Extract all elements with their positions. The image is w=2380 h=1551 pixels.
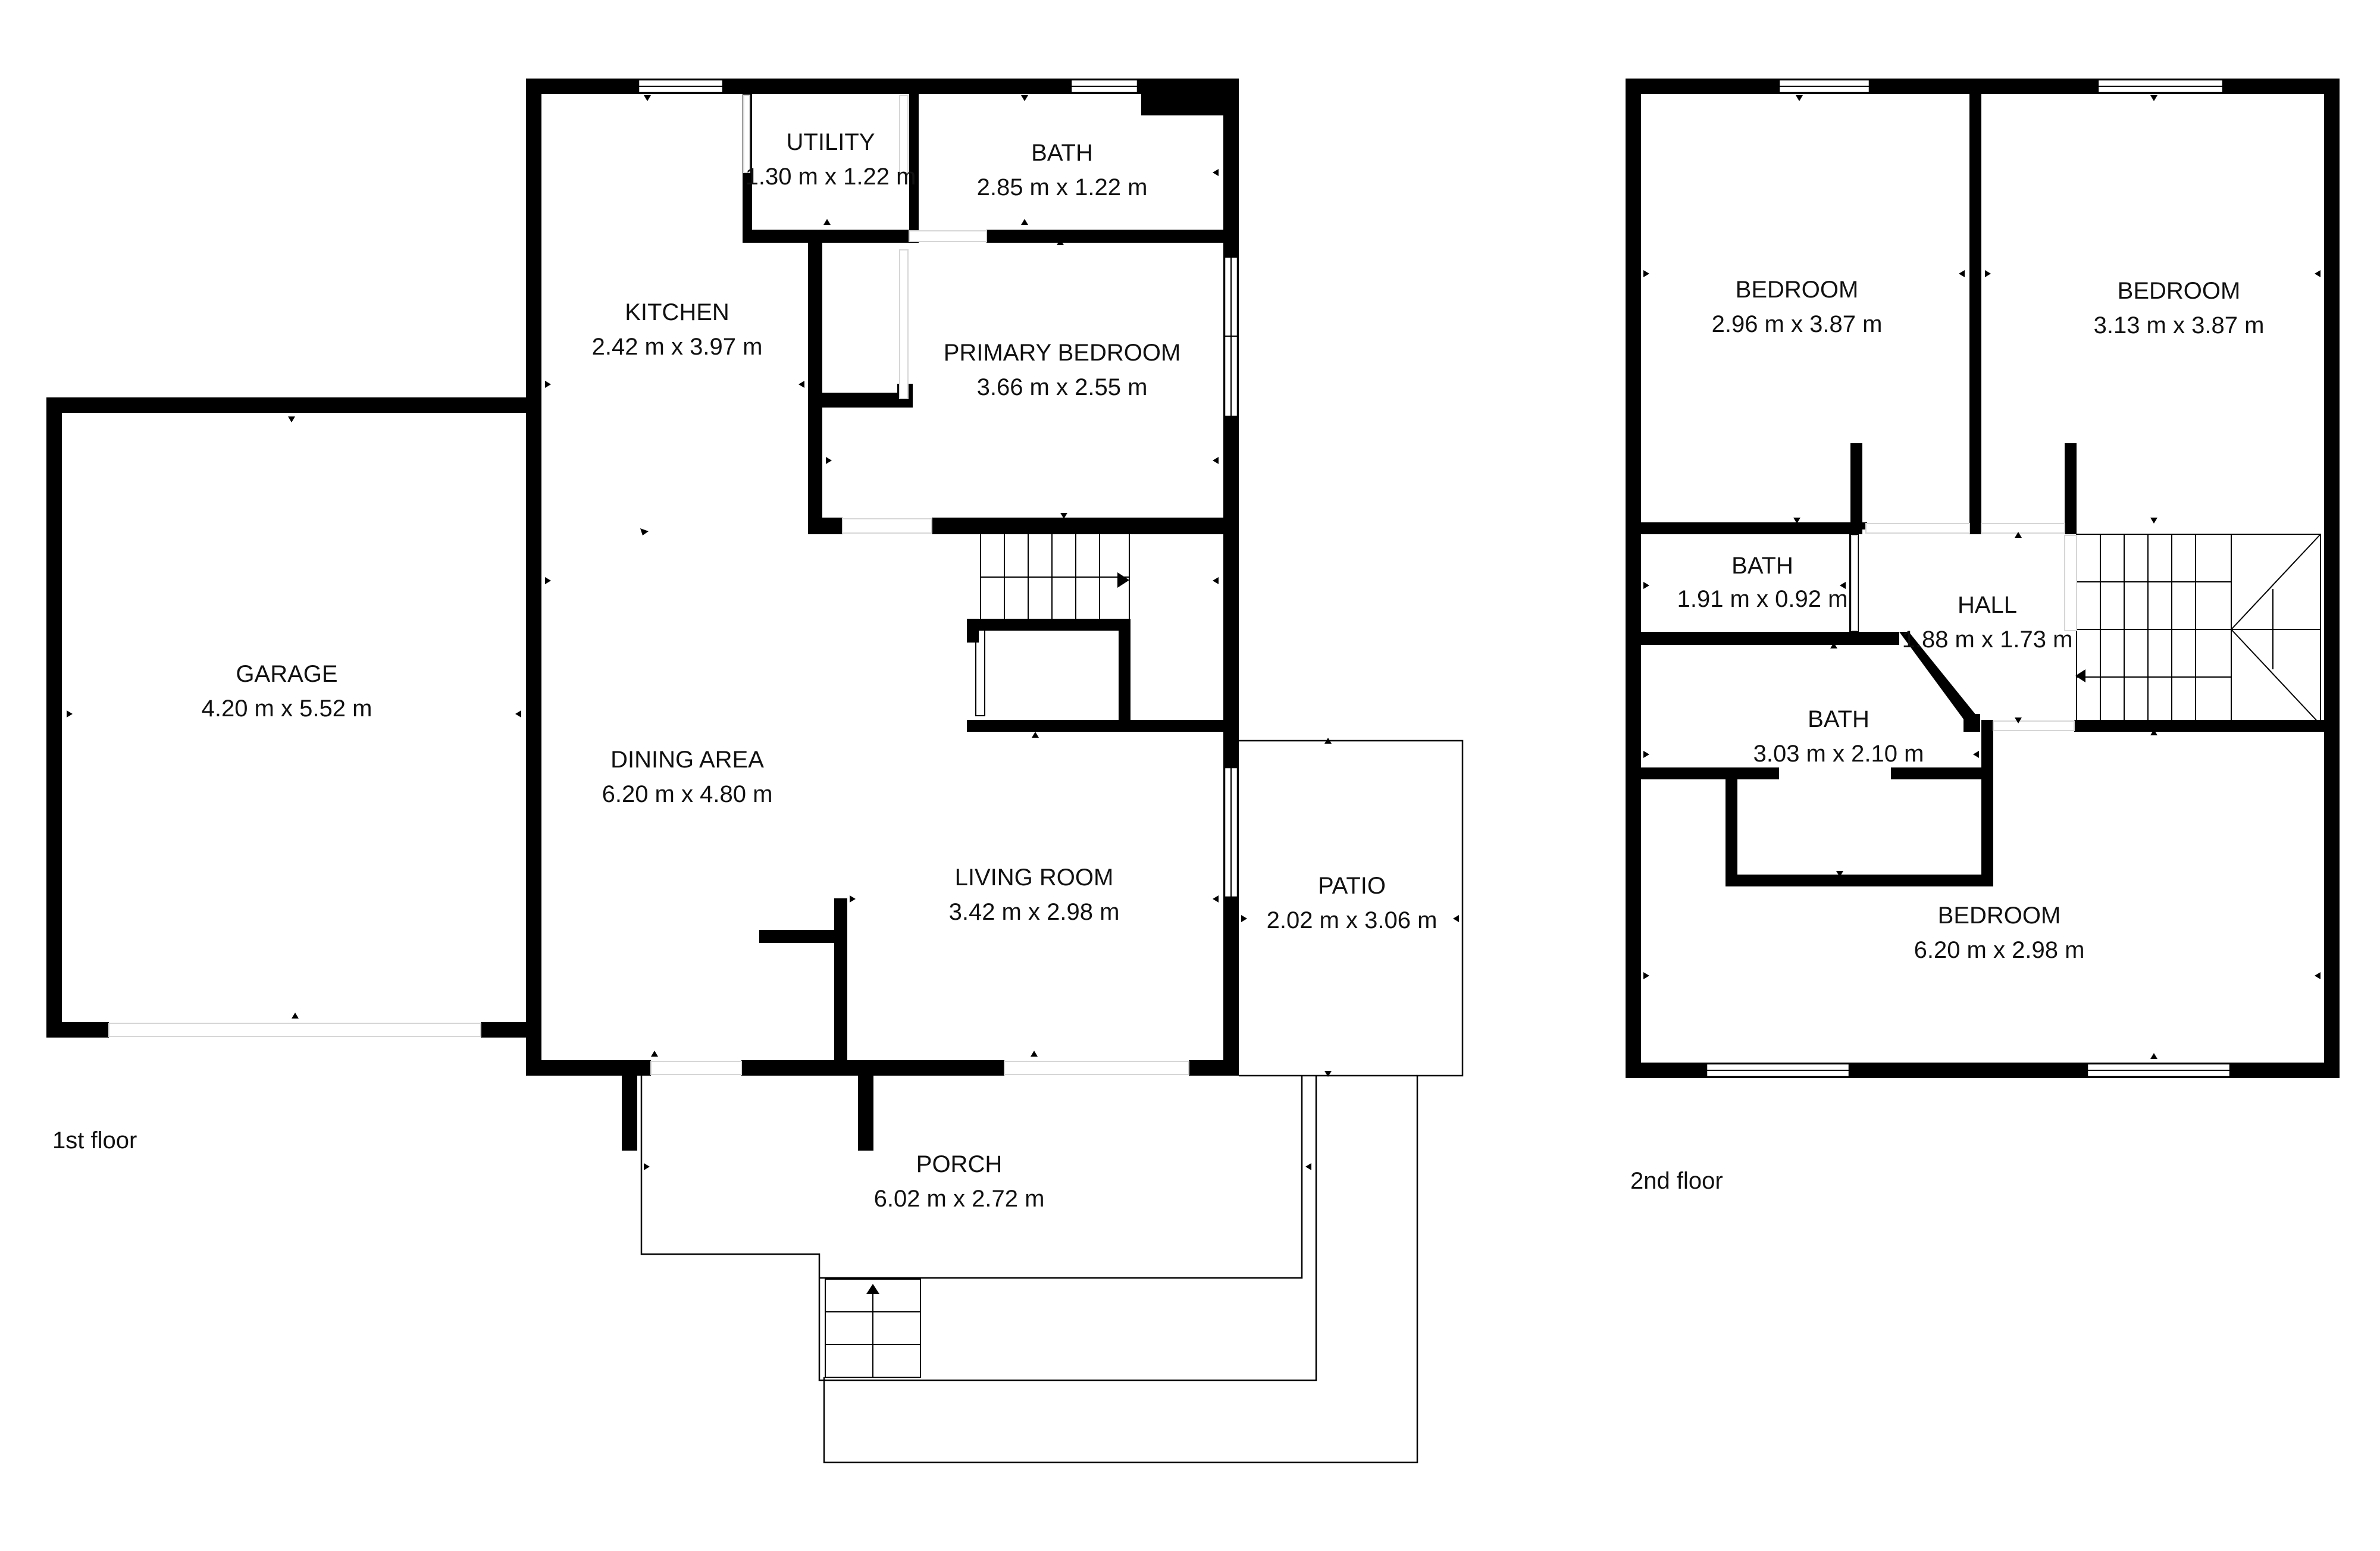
deck-outline [819, 1076, 1303, 1279]
second-floor-windows [1705, 79, 2231, 1078]
room-dims-bedroom-3: 6.20 m x 2.98 m [1914, 937, 2085, 963]
first-floor-windows [637, 79, 1239, 898]
room-name-bedroom-1: BEDROOM [1736, 277, 1859, 303]
room-name-porch: PORCH [916, 1151, 1002, 1177]
room-dims-living-room: 3.42 m x 2.98 m [949, 899, 1120, 925]
room-name-primary-bedroom: PRIMARY BEDROOM [944, 340, 1181, 366]
room-name-bath-1: BATH [1031, 140, 1093, 166]
room-name-bath-2: BATH [1731, 553, 1793, 579]
second-floor-plan [1626, 79, 2340, 1078]
outdoor-outlines [640, 740, 1464, 1464]
room-dims-bath-1: 2.85 m x 1.22 m [977, 174, 1148, 200]
second-floor-ticks [1643, 95, 2320, 1059]
room-dims-bedroom-1: 2.96 m x 3.87 m [1712, 311, 1883, 337]
patio-outline [823, 740, 1464, 1464]
room-dims-dining-area: 6.20 m x 4.80 m [602, 781, 773, 807]
second-floor-openings [1851, 523, 2077, 731]
room-name-hall: HALL [1958, 592, 2017, 618]
room-name-living-room: LIVING ROOM [955, 864, 1114, 891]
first-floor-openings [108, 95, 1189, 1075]
first-floor-walls [46, 79, 1239, 1151]
room-dims-utility: 1.30 m x 1.22 m [746, 164, 916, 190]
second-floor-walls [1626, 79, 2340, 1078]
room-name-kitchen: KITCHEN [625, 299, 729, 325]
room-dims-porch: 6.02 m x 2.72 m [874, 1186, 1045, 1212]
first-floor-plan [46, 79, 1464, 1464]
room-name-bedroom-3: BEDROOM [1938, 903, 2061, 929]
room-name-bath-3: BATH [1808, 706, 1869, 732]
room-labels: UTILITY 1.30 m x 1.22 m BATH 2.85 m x 1.… [202, 129, 2265, 1212]
room-dims-primary-bedroom: 3.66 m x 2.55 m [977, 374, 1148, 400]
room-dims-bath-3: 3.03 m x 2.10 m [1753, 741, 1924, 767]
floor-label-first: 1st floor [52, 1127, 137, 1154]
room-dims-patio: 2.02 m x 3.06 m [1267, 907, 1438, 933]
room-name-utility: UTILITY [787, 129, 875, 155]
room-name-bedroom-2: BEDROOM [2118, 278, 2241, 304]
first-floor-ticks [67, 95, 1459, 1170]
floor-labels: 1st floor 2nd floor [52, 1127, 1723, 1194]
second-floor-stair [2075, 534, 2321, 725]
room-name-patio: PATIO [1318, 873, 1386, 899]
room-dims-garage: 4.20 m x 5.52 m [202, 695, 372, 722]
porch-steps [825, 1279, 921, 1378]
porch-outline [640, 1076, 1317, 1381]
room-dims-bath-2: 1.91 m x 0.92 m [1677, 586, 1848, 612]
room-name-garage: GARAGE [236, 661, 337, 687]
room-dims-bedroom-2: 3.13 m x 3.87 m [2094, 312, 2265, 339]
room-dims-kitchen: 2.42 m x 3.97 m [592, 334, 763, 360]
room-dims-hall: 1.88 m x 1.73 m [1902, 626, 2073, 653]
room-name-dining-area: DINING AREA [610, 747, 764, 773]
floor-label-second: 2nd floor [1630, 1168, 1723, 1194]
